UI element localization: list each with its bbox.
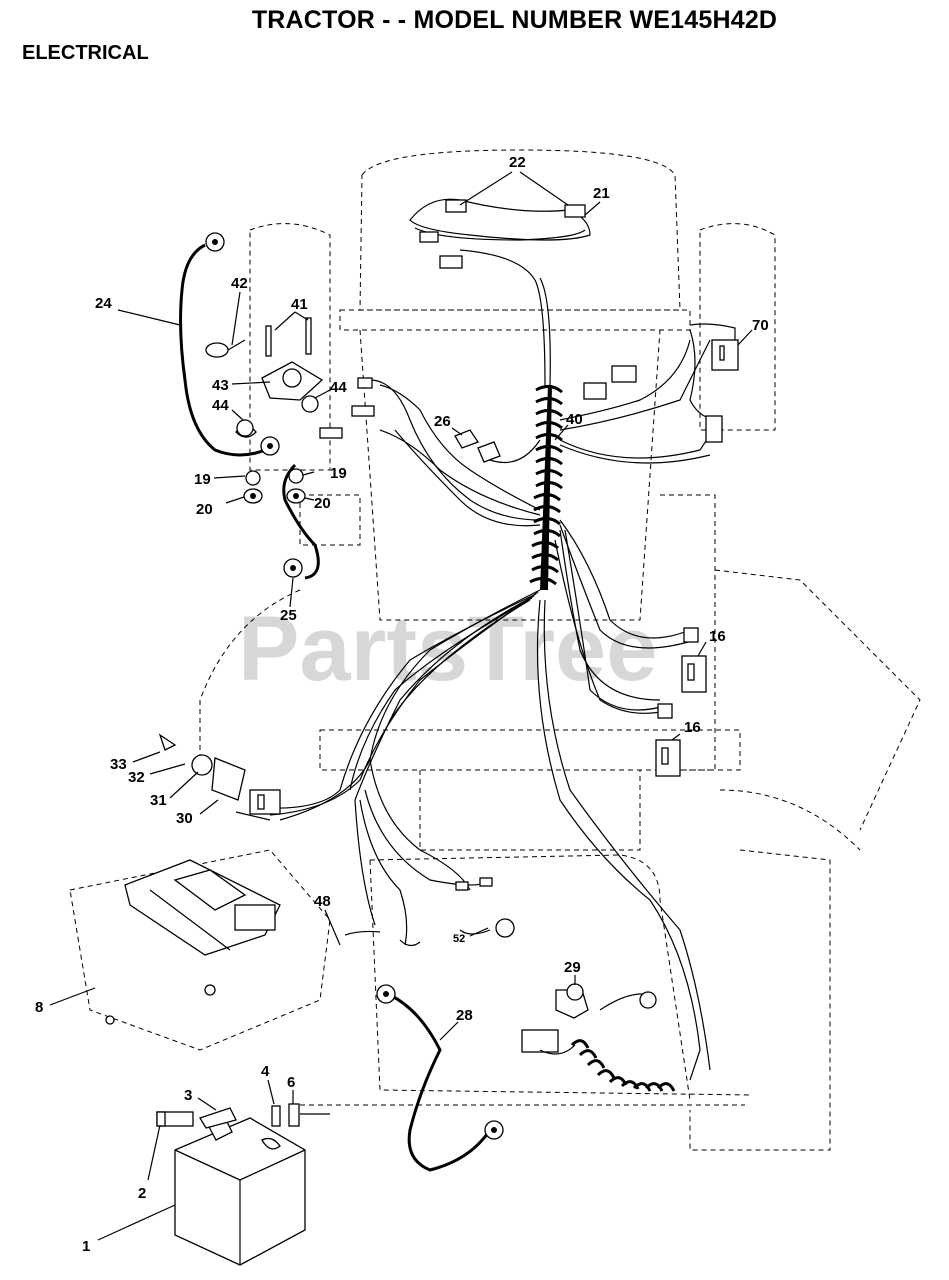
callout-29: 29: [564, 959, 581, 976]
callout-24: 24: [95, 295, 112, 312]
callout-52: 52: [453, 933, 465, 945]
callout-22: 22: [509, 154, 526, 171]
callout-30: 30: [176, 810, 193, 827]
callout-3: 3: [184, 1087, 192, 1104]
small-grounds: [344, 877, 515, 947]
battery-cable-28: [376, 984, 504, 1172]
callout-19b: 19: [330, 465, 347, 482]
callout-19a: 19: [194, 471, 211, 488]
callout-32: 32: [128, 769, 145, 786]
callout-26: 26: [434, 413, 451, 430]
callout-20a: 20: [196, 501, 213, 518]
callout-28: 28: [456, 1007, 473, 1024]
callout-1: 1: [82, 1238, 90, 1255]
callout-44a: 44: [330, 379, 347, 396]
headlight-harness: [409, 198, 591, 269]
callout-8: 8: [35, 999, 43, 1016]
callout-16a: 16: [709, 628, 726, 645]
watermark: PartsTree: [238, 598, 657, 700]
callout-4: 4: [261, 1063, 270, 1080]
callout-40: 40: [566, 411, 583, 428]
connectors-16: [655, 627, 707, 777]
callout-16b: 16: [684, 719, 701, 736]
callout-6: 6: [287, 1074, 295, 1091]
callout-48: 48: [314, 893, 331, 910]
solenoid-assembly: [205, 317, 375, 504]
callout-21: 21: [593, 185, 610, 202]
page-title: TRACTOR - - MODEL NUMBER WE145H42D: [251, 6, 778, 34]
ground-wire-24: [179, 232, 280, 457]
harness-coil: [529, 385, 563, 590]
battery-assembly: [156, 1103, 330, 1266]
callout-70: 70: [752, 317, 769, 334]
ignition-switch: [158, 733, 281, 821]
callout-42: 42: [231, 275, 248, 292]
connector-70: [583, 323, 739, 443]
callout-20b: 20: [314, 495, 331, 512]
callout-41: 41: [291, 296, 308, 313]
harness-wires: [264, 249, 721, 1081]
callout-43: 43: [212, 377, 229, 394]
leader-lines: [49, 171, 753, 1241]
callout-25: 25: [280, 607, 297, 624]
callouts: 22 21 24 42 41 70 43 44 44 26 40 19 19 2…: [35, 154, 769, 1255]
callout-44b: 44: [212, 397, 229, 414]
connector-26: [454, 429, 501, 463]
callout-33: 33: [110, 756, 127, 773]
seat-switch-29: [521, 983, 676, 1092]
cable-25: [282, 463, 320, 580]
callout-2: 2: [138, 1185, 146, 1202]
callout-31: 31: [150, 792, 167, 809]
section-title: ELECTRICAL: [22, 42, 149, 64]
dashboard-panel: [69, 849, 331, 1051]
